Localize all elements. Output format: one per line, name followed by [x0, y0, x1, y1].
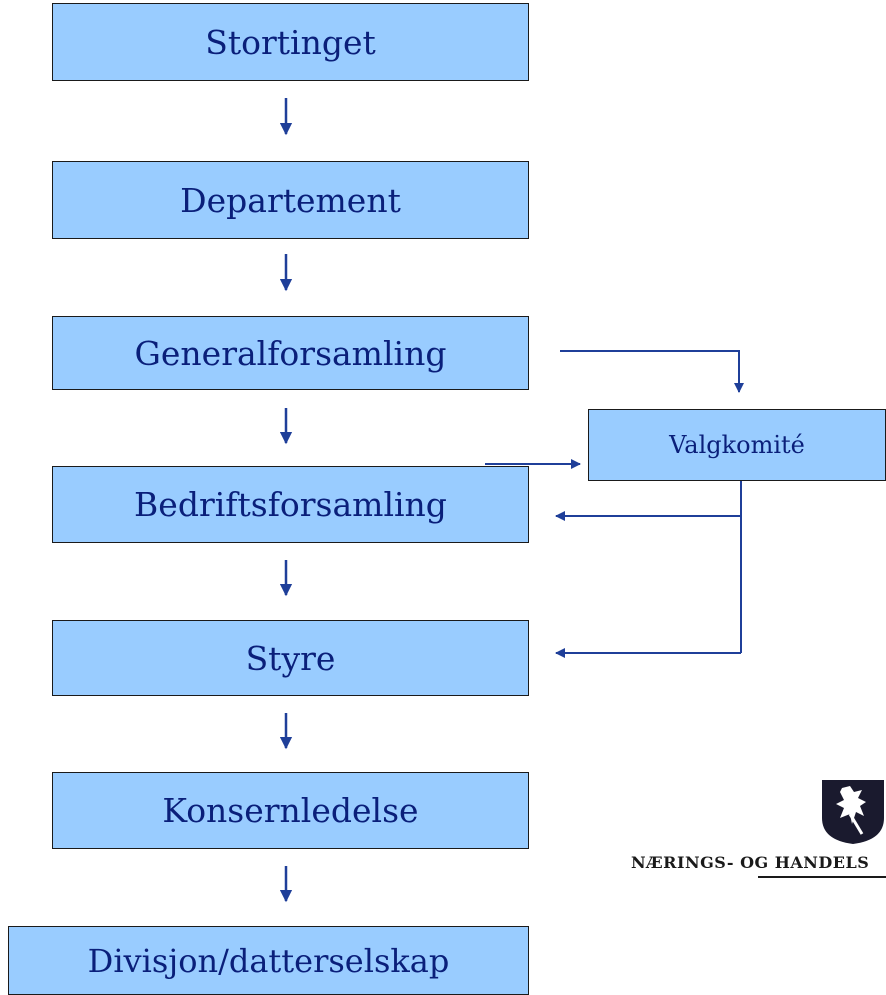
node-divisjon: Divisjon/datterselskap [8, 926, 529, 995]
node-departement: Departement [52, 161, 529, 239]
node-valgkomite: Valgkomité [588, 409, 886, 481]
node-stortinget: Stortinget [52, 3, 529, 81]
coat-of-arms-icon [822, 780, 884, 844]
node-bedriftsforsamling: Bedriftsforsamling [52, 466, 529, 543]
node-konsernledelse: Konsernledelse [52, 772, 529, 849]
node-generalforsamling: Generalforsamling [52, 316, 529, 390]
node-styre: Styre [52, 620, 529, 696]
logo-text: NÆRINGS- OG HANDELS [631, 853, 870, 872]
logo-underline [758, 876, 886, 878]
arrow-generalforsamling-valgkomite [560, 350, 744, 393]
